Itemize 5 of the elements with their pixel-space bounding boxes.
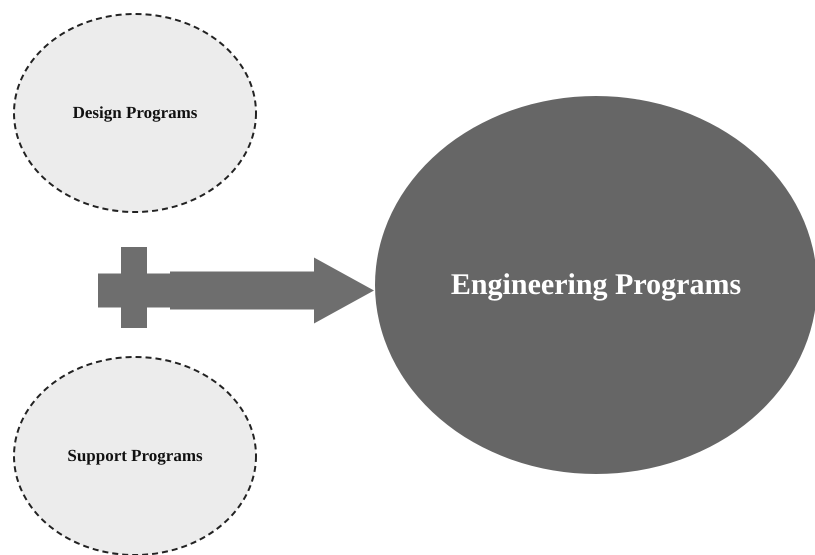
plus-sign-icon (98, 247, 170, 328)
node-label: Support Programs (67, 446, 203, 466)
dashed-circle (13, 13, 257, 213)
node-label: Engineering Programs (450, 268, 742, 302)
node-label: Design Programs (72, 103, 198, 123)
